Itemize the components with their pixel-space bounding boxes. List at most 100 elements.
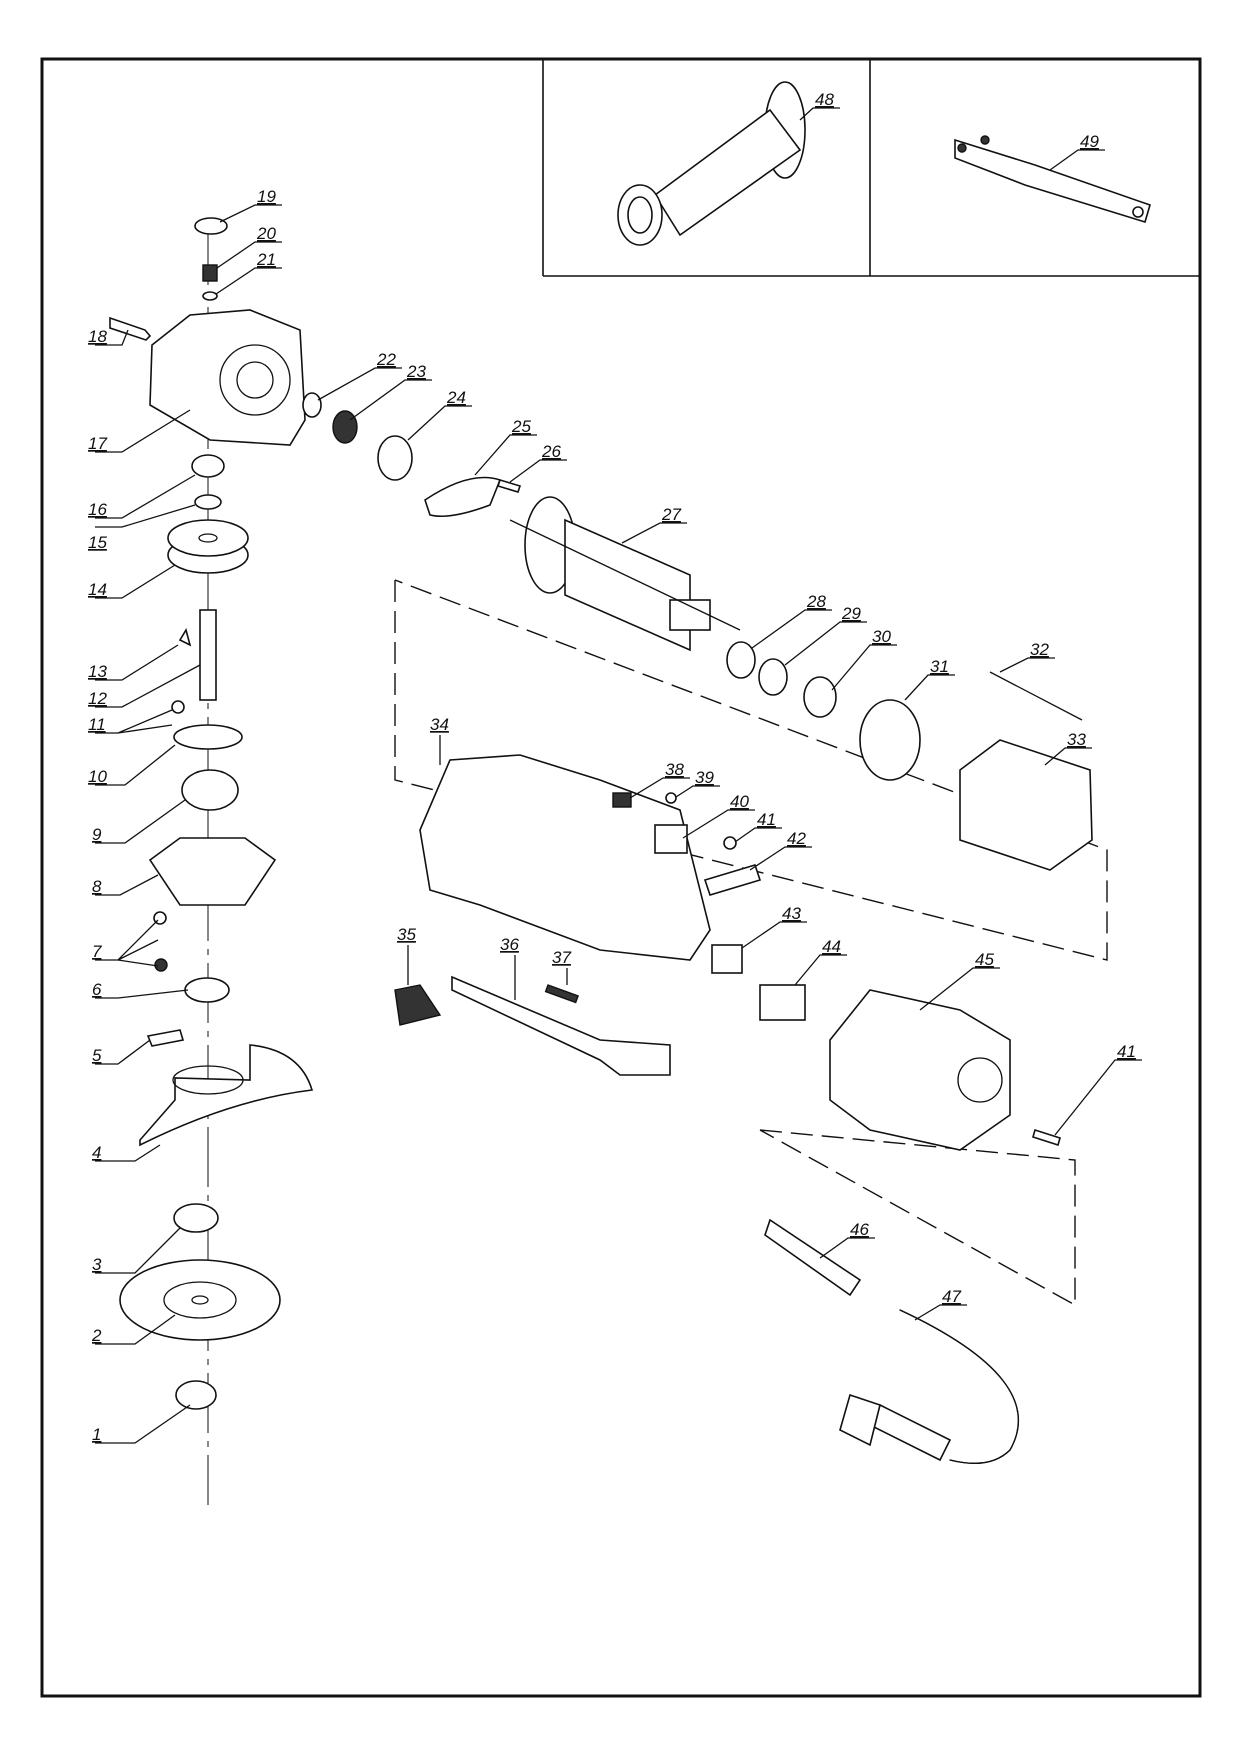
carbon-brush <box>612 792 632 808</box>
label-p10: 10 <box>88 767 107 786</box>
power-switch <box>759 984 806 1021</box>
switch-spring <box>544 984 579 1004</box>
label-p21: 21 <box>256 250 276 269</box>
label-p41b: 41 <box>1117 1042 1136 1061</box>
stator-screw <box>989 671 1083 721</box>
label-p18: 18 <box>88 327 107 346</box>
head-screw <box>109 316 152 341</box>
rear-cover <box>829 989 1011 1151</box>
power-cable <box>839 1309 1020 1464</box>
motor-housing <box>419 754 711 961</box>
cable-clamp <box>703 864 762 896</box>
brush-screw <box>665 792 677 804</box>
label-p44: 44 <box>822 937 841 956</box>
label-p20: 20 <box>256 224 276 243</box>
inner-flange <box>184 977 230 1003</box>
label-p23: 23 <box>406 362 426 381</box>
label-p30: 30 <box>872 627 891 646</box>
label-p28: 28 <box>806 592 826 611</box>
assembly-guide-housing <box>394 579 1108 961</box>
label-p41a: 41 <box>757 810 776 829</box>
label-p16: 16 <box>88 500 107 519</box>
label-p25: 25 <box>511 417 531 436</box>
label-p8: 8 <box>92 877 102 896</box>
armature-bearing-front <box>377 435 413 481</box>
label-p45: 45 <box>975 950 994 969</box>
guard-screw <box>154 958 168 972</box>
pin-spanner <box>954 135 1151 224</box>
spindle <box>199 609 217 701</box>
label-p6: 6 <box>92 980 102 999</box>
guard-bolt <box>146 1029 185 1047</box>
side-handle <box>617 81 806 246</box>
label-p13: 13 <box>88 662 107 681</box>
label-p11: 11 <box>88 715 106 734</box>
spindle-key <box>178 627 192 647</box>
clamp-nut <box>175 1380 217 1410</box>
leader-lines <box>95 107 1142 1444</box>
lock-button <box>194 217 228 235</box>
label-p9: 9 <box>92 825 102 844</box>
label-p36: 36 <box>500 935 519 954</box>
label-p31: 31 <box>930 657 949 676</box>
retaining-ring <box>194 494 222 510</box>
label-p17: 17 <box>88 434 107 453</box>
label-p40: 40 <box>730 792 749 811</box>
switch-rod <box>451 975 671 1076</box>
part-labels: 1 2 3 4 5 6 7 8 9 10 11 12 13 14 15 16 1… <box>88 90 1136 1444</box>
label-p15: 15 <box>88 533 107 552</box>
wheel-guard <box>139 1044 314 1147</box>
outer-flange <box>173 1203 219 1233</box>
brush-holder <box>654 824 688 854</box>
armature-bearing-rear <box>758 658 788 696</box>
bearing-large <box>181 769 239 811</box>
bevel-gear <box>167 519 249 574</box>
label-p3: 3 <box>92 1255 102 1274</box>
diagram-frame <box>40 57 1202 1698</box>
stator <box>959 739 1093 871</box>
label-p32: 32 <box>1030 640 1049 659</box>
switch-knob <box>394 984 442 1026</box>
label-p29: 29 <box>841 604 861 623</box>
label-p19: 19 <box>257 187 276 206</box>
grinding-disc <box>119 1259 281 1341</box>
accessory-box <box>542 59 1200 277</box>
label-p47: 47 <box>942 1287 961 1306</box>
label-p42: 42 <box>787 829 806 848</box>
bearing-plate <box>173 724 243 750</box>
label-p1: 1 <box>92 1425 101 1444</box>
lock-ring <box>202 291 218 301</box>
label-p22: 22 <box>376 350 396 369</box>
bearing-cover-plate <box>424 476 502 518</box>
bearing-flange <box>148 837 277 906</box>
bearing-sleeve <box>803 676 837 718</box>
assembly-guide-cable <box>759 1129 1076 1307</box>
cover-screw-rear <box>1032 1128 1061 1147</box>
label-p12: 12 <box>88 689 107 708</box>
label-p38: 38 <box>665 760 684 779</box>
label-p46: 46 <box>850 1220 869 1239</box>
bearing-small <box>191 454 225 478</box>
armature-washer <box>726 641 756 679</box>
gear-housing <box>149 309 306 446</box>
plate-screw <box>171 700 185 714</box>
pinion-nut <box>302 392 322 418</box>
lock-spring <box>202 264 218 282</box>
label-p27: 27 <box>661 505 681 524</box>
clamp-screw <box>723 836 737 850</box>
pinion-gear <box>332 410 358 444</box>
cable-sleeve <box>764 1218 862 1297</box>
capacitor <box>711 944 743 974</box>
armature <box>509 496 741 652</box>
label-p2: 2 <box>91 1326 102 1345</box>
label-p39: 39 <box>695 768 714 787</box>
label-p48: 48 <box>815 90 834 109</box>
label-p33: 33 <box>1067 730 1086 749</box>
label-p7: 7 <box>92 942 102 961</box>
label-p14: 14 <box>88 580 107 599</box>
label-p34: 34 <box>430 715 449 734</box>
label-p26: 26 <box>541 442 561 461</box>
fan-baffle <box>859 699 921 781</box>
label-p4: 4 <box>92 1143 101 1162</box>
label-p35: 35 <box>397 925 416 944</box>
